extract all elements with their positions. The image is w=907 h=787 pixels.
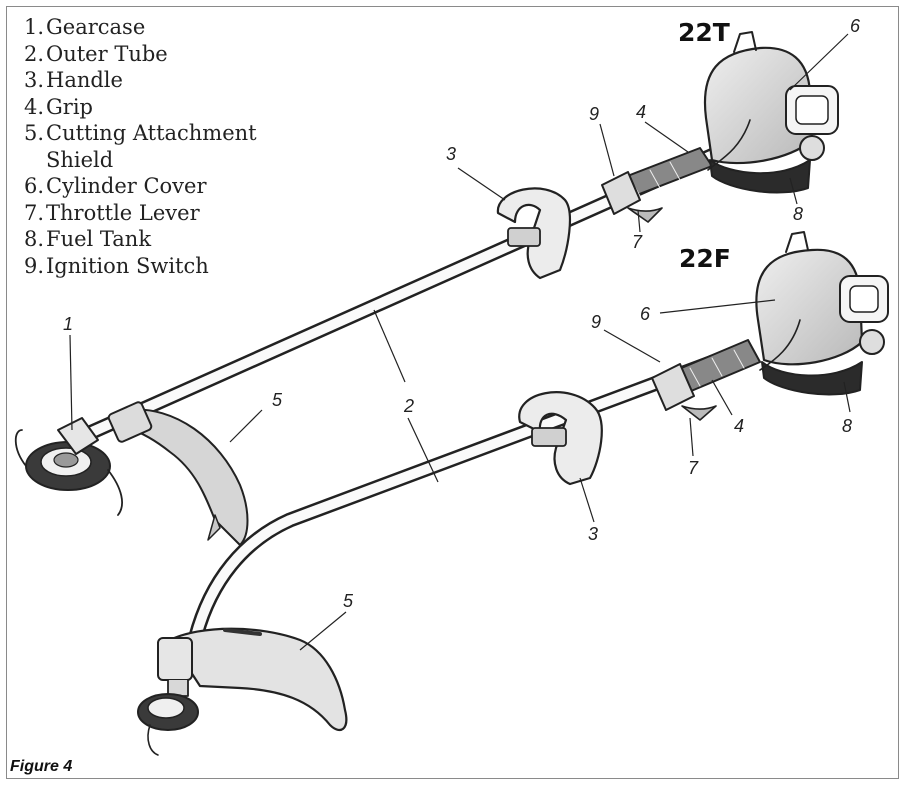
fuel-tank-22f [761,361,863,396]
legend-item-shield: 5.Cutting Attachment Shield [24,121,257,172]
legend-item-outer-tube: 2.Outer Tube [24,41,168,66]
callout-grip-22f: 4 [734,416,744,436]
legend-item-grip: 4.Grip [24,94,93,119]
callout-grip-22t: 4 [636,102,646,122]
legend-item-ignition-switch: 9.Ignition Switch [24,253,209,278]
legend-item-fuel-tank: 8.Fuel Tank [24,227,152,251]
handle-22t [496,187,572,280]
callout-shield-22t: 5 [272,390,283,410]
cylinder-cover-22f [755,248,864,366]
callout-throttle-22t: 7 [632,232,643,252]
callout-gearcase-22t: 1 [63,314,73,334]
callout-cover-22f: 6 [640,304,651,324]
callout-outer-tube: 2 [403,396,414,416]
callout-tank-22f: 8 [842,416,852,436]
fuel-tank-22t [709,159,811,194]
callout-cover-22t: 6 [850,16,861,36]
shaft-clamp-22t [107,401,153,443]
callout-numbers: 1 5 3 9 4 6 7 8 2 9 6 4 8 7 3 5 [63,16,861,611]
gearcase-22t [14,417,123,516]
legend-item-gearcase: 1.Gearcase [24,15,146,39]
grip-22f [651,339,761,421]
leader-lines [69,33,851,651]
legend-item-cylinder-cover: 6.Cylinder Cover [24,174,207,198]
trimmer-22t [14,31,839,546]
cylinder-cover-22t [703,46,814,165]
callout-switch-22f: 9 [591,312,601,332]
throttle-lever-22f [681,405,717,421]
legend-item-throttle-lever: 7.Throttle Lever [24,200,200,225]
engine-22t [703,31,839,194]
grip-22t [601,147,713,223]
legend-item-handle: 3.Handle [24,68,123,92]
callout-switch-22t: 9 [589,104,599,124]
callout-handle-22t: 3 [446,144,456,164]
callout-tank-22t: 8 [793,204,803,224]
trimmer-22f [137,231,889,756]
callout-handle-22f: 3 [588,524,598,544]
engine-22f [755,231,889,396]
outer-tube-22f [187,342,753,648]
shield-22f [168,627,348,732]
parts-legend: 1.Gearcase 2.Outer Tube 3.Handle 4.Grip … [24,14,257,279]
callout-shield-22f: 5 [343,591,354,611]
figure-caption: Figure 4 [10,758,73,775]
gearcase-22f [137,637,199,756]
handle-22f [518,391,603,486]
model-label-22t: 22T [678,18,730,47]
callout-throttle-22f: 7 [688,458,699,478]
throttle-lever-22t [627,207,663,223]
model-label-22f: 22F [679,244,731,273]
